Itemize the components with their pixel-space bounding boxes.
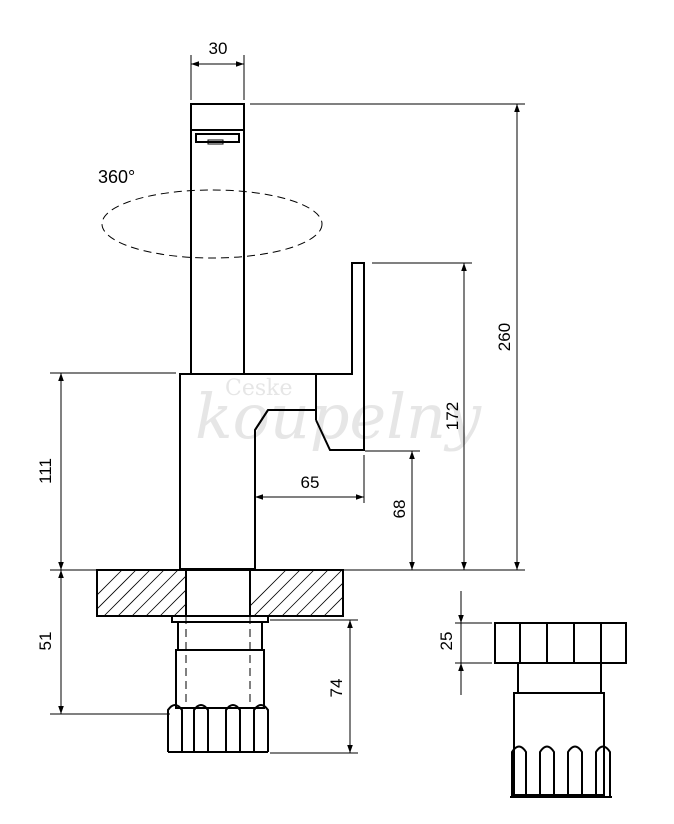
rotation-ellipse <box>101 189 323 259</box>
dim-below-counter: 51 <box>36 632 55 651</box>
watermark-line1: Ceske <box>225 376 293 401</box>
countertop <box>96 569 344 617</box>
dim-nut-height: 25 <box>437 632 456 651</box>
watermark-line2: koupelny <box>195 380 482 453</box>
dim-lever-height: 172 <box>443 402 462 430</box>
dim-spout-reach: 65 <box>301 473 320 492</box>
dim-shank-length: 74 <box>327 679 346 698</box>
dimension-labels: 30 260 172 68 65 111 51 74 25 <box>36 39 514 697</box>
dim-top-width: 30 <box>209 39 228 58</box>
watermark: Ceske koupelny <box>195 376 482 453</box>
rotation-indicator: 360° <box>98 167 323 259</box>
dim-spout-height: 68 <box>390 500 409 519</box>
lever <box>315 262 365 451</box>
dim-body-height: 111 <box>36 458 55 484</box>
rotation-label: 360° <box>98 167 135 187</box>
shank-assembly <box>167 615 269 753</box>
dim-total-height: 260 <box>495 323 514 351</box>
nut-detail <box>494 622 627 798</box>
dimension-lines <box>58 61 520 753</box>
faucet-column <box>190 103 245 375</box>
